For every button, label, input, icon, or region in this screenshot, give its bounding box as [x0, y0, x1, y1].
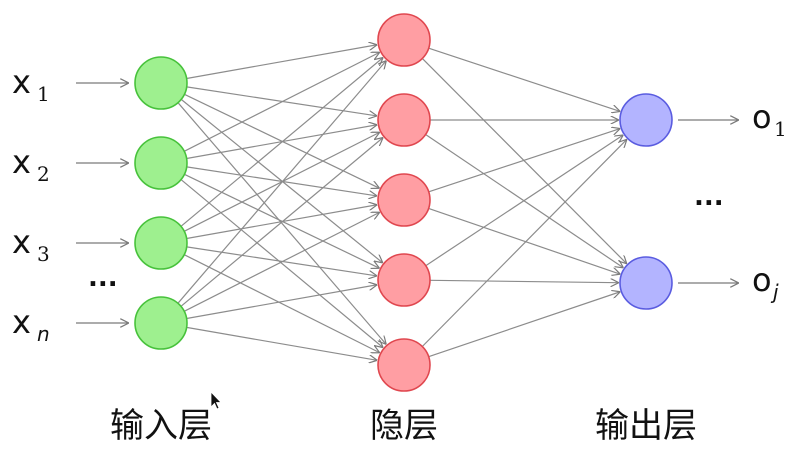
- output-label-o1: o 1: [752, 98, 787, 141]
- hidden-node: [377, 173, 431, 227]
- hidden-layer-nodes: [377, 13, 431, 392]
- input-node: [134, 136, 188, 190]
- input-node: [134, 56, 188, 110]
- input-var-base: x: [12, 303, 31, 341]
- hidden-node: [377, 13, 431, 67]
- input-var-sub: n: [37, 322, 50, 346]
- hidden-layer-label: 隐层: [370, 406, 438, 446]
- input-label-xn: x n: [12, 303, 50, 346]
- connection-edge: [425, 135, 623, 267]
- input-var-sub: 3: [37, 242, 50, 266]
- output-label-oj: o j: [752, 261, 779, 304]
- output-var-sub: 1: [774, 117, 787, 141]
- hidden-output-connections: [421, 47, 626, 358]
- input-label-x1: x 1: [12, 63, 50, 106]
- output-layer-nodes: [619, 93, 673, 310]
- output-layer-label: 输出层: [595, 406, 697, 446]
- connection-edge: [180, 138, 383, 307]
- input-var-base: x: [12, 223, 31, 261]
- input-layer-label: 输入层: [110, 406, 212, 446]
- connection-edge: [183, 53, 379, 152]
- hidden-node: [377, 93, 431, 147]
- connection-edge: [429, 280, 618, 282]
- input-node: [134, 216, 188, 270]
- connection-edge: [428, 47, 620, 111]
- hidden-node: [377, 338, 431, 392]
- connection-edge: [186, 326, 377, 360]
- input-label-x2: x 2: [12, 143, 50, 186]
- connection-edge: [428, 292, 620, 358]
- connection-edge: [183, 254, 379, 353]
- connection-edge: [186, 45, 377, 80]
- connection-edge: [421, 140, 626, 347]
- mouse-cursor-icon: [210, 391, 222, 410]
- output-ellipsis: ...: [694, 182, 724, 212]
- connection-edge: [177, 61, 386, 304]
- input-arrows: [76, 83, 128, 323]
- output-var-base: o: [752, 98, 772, 136]
- input-var-base: x: [12, 143, 31, 181]
- connection-edge: [180, 58, 383, 227]
- output-var-sub: j: [770, 280, 779, 304]
- input-var-sub: 1: [37, 82, 50, 106]
- connection-edge: [177, 102, 386, 344]
- connection-edge: [186, 285, 377, 320]
- connection-edge: [183, 213, 379, 312]
- input-var-base: x: [12, 63, 31, 101]
- input-node: [134, 296, 188, 350]
- output-arrows: [678, 120, 738, 283]
- connection-edge: [428, 207, 620, 274]
- input-label-x3: x 3: [12, 223, 50, 266]
- output-node: [619, 256, 673, 310]
- connection-edge: [180, 179, 383, 348]
- input-layer-nodes: [134, 56, 188, 350]
- output-var-base: o: [752, 261, 772, 299]
- input-var-sub: 2: [37, 162, 50, 186]
- input-ellipsis: ...: [88, 263, 118, 293]
- input-hidden-connections: [177, 45, 386, 360]
- connection-edge: [428, 129, 620, 193]
- output-node: [619, 93, 673, 147]
- hidden-node: [377, 253, 431, 307]
